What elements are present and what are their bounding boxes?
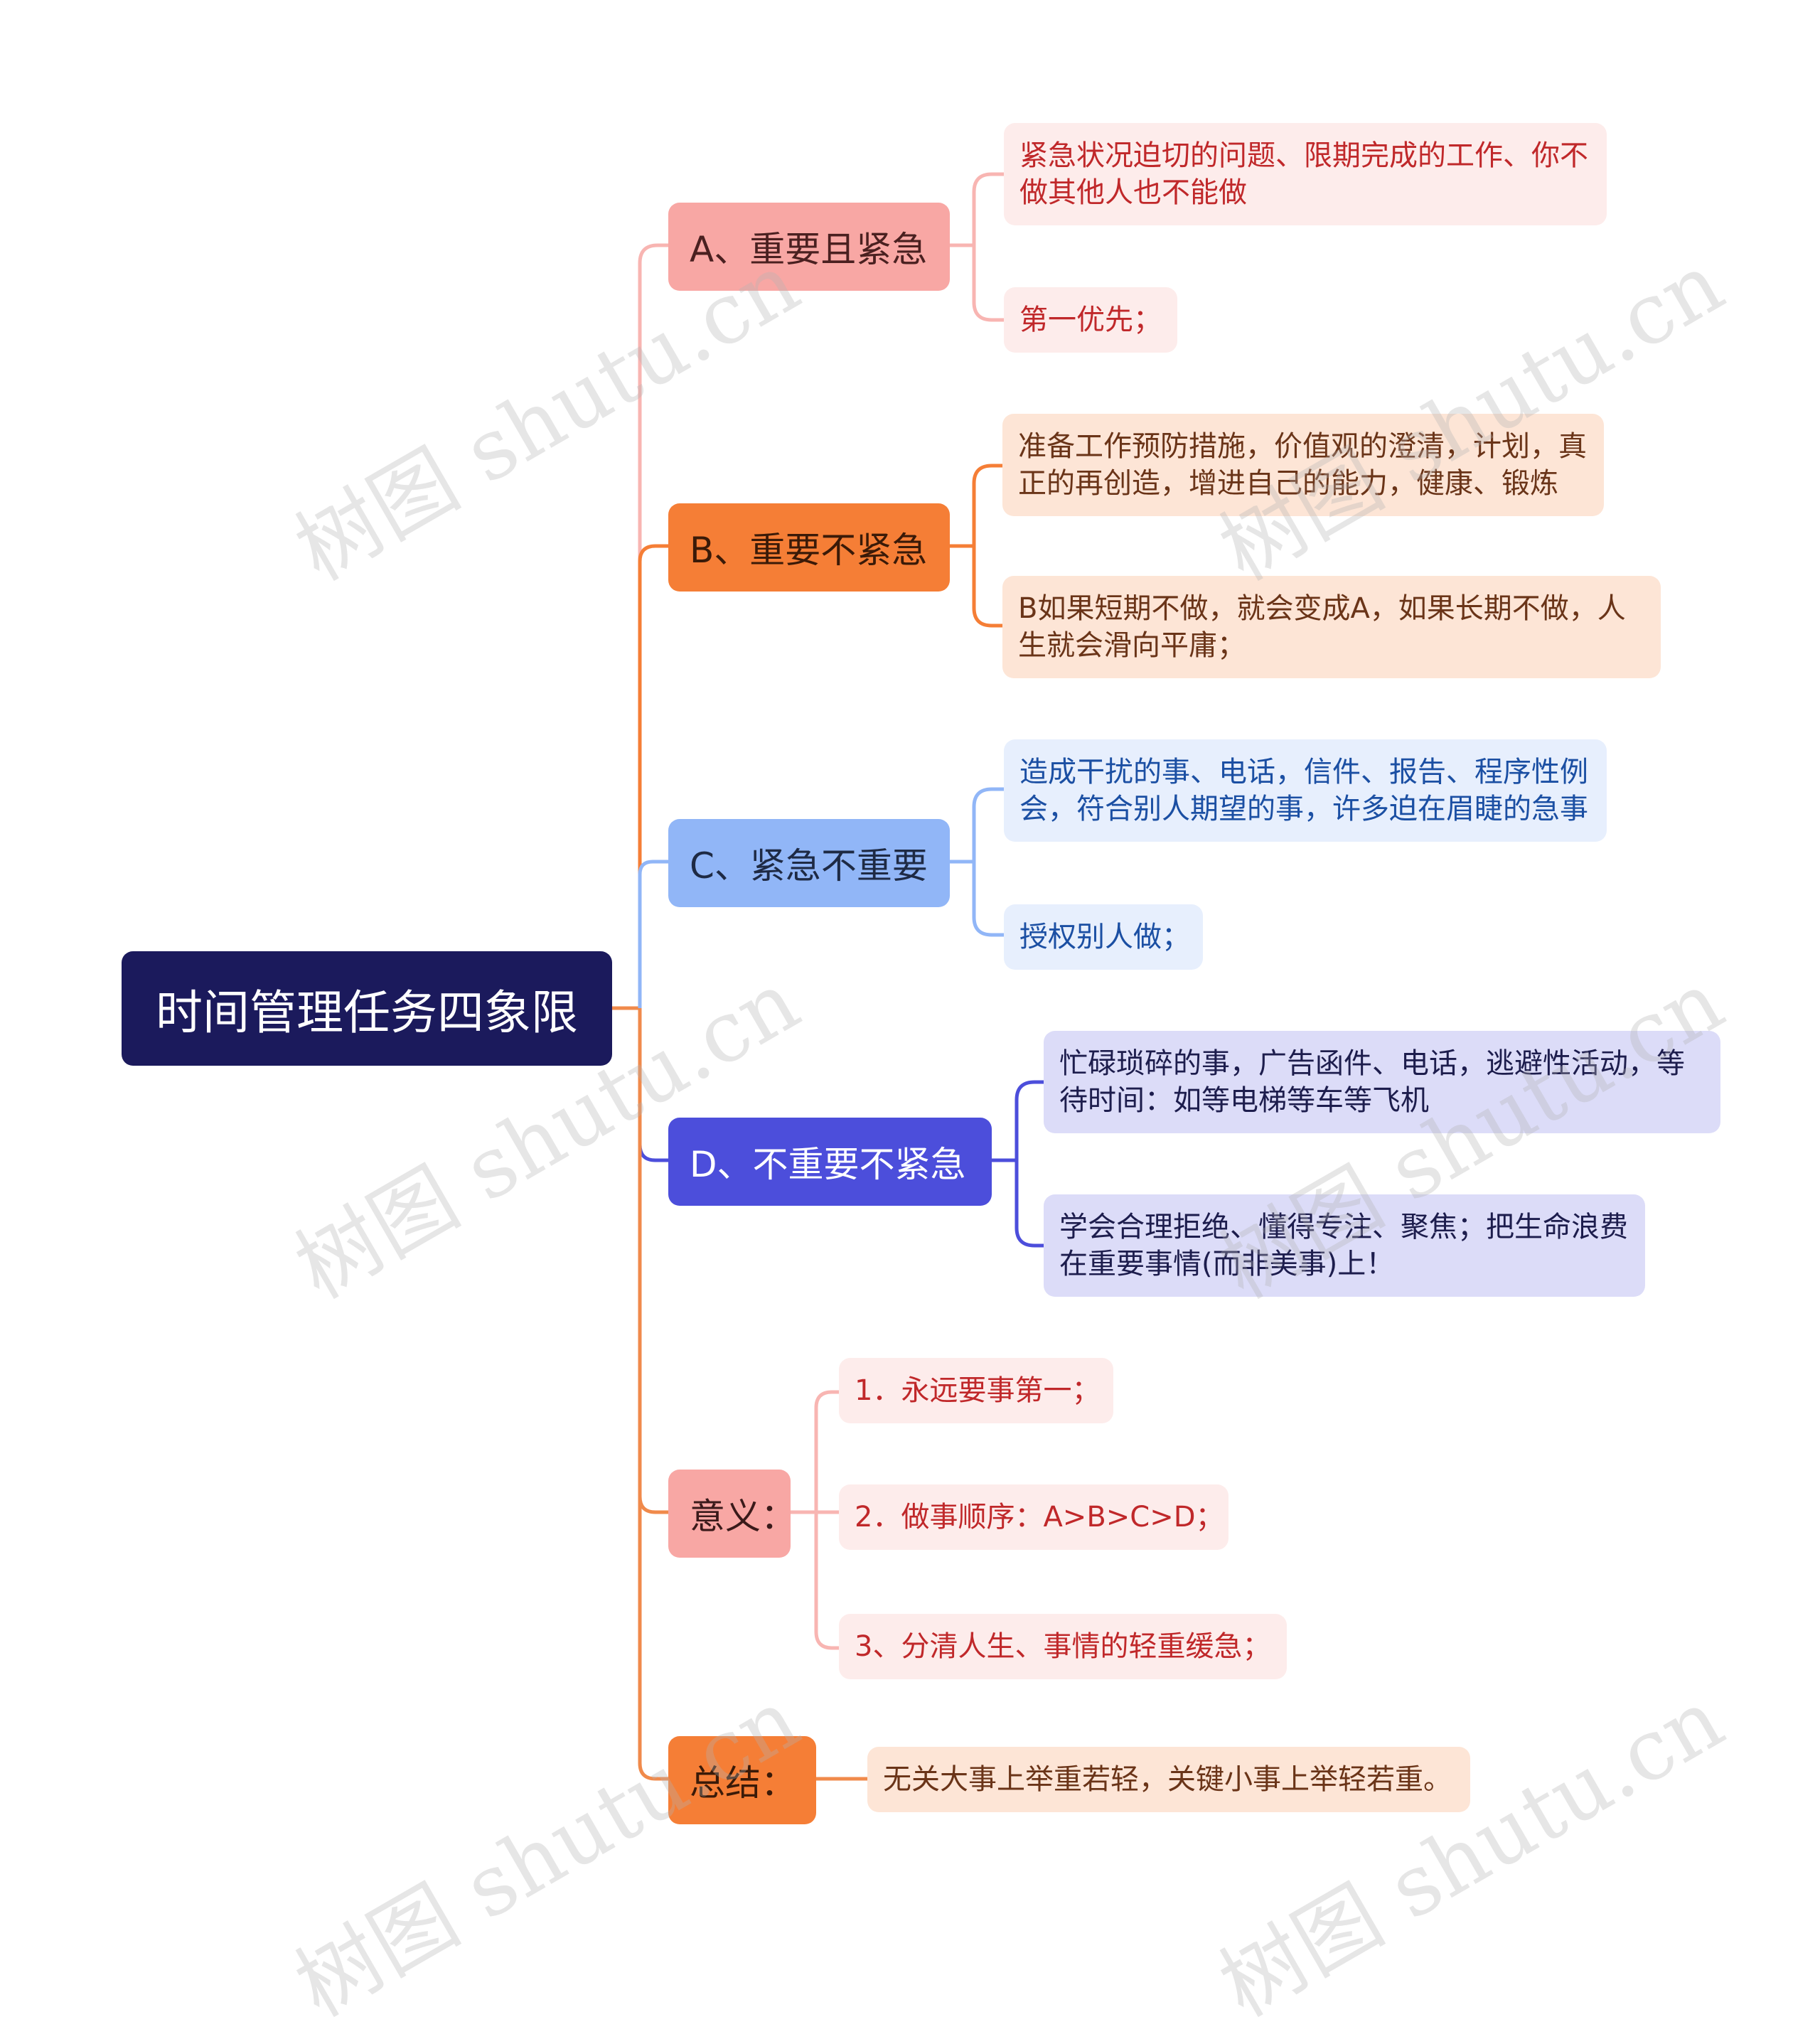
d-branch-line	[992, 1080, 1044, 1248]
branch-d-leaf-2[interactable]: 学会合理拒绝、懂得专注、聚焦；把生命浪费 在重要事情(而非美事)上！	[1044, 1194, 1645, 1297]
branch-d-leaf-2-text: 学会合理拒绝、懂得专注、聚焦；把生命浪费 在重要事情(而非美事)上！	[1059, 1211, 1628, 1280]
root-title[interactable]: 时间管理任务四象限	[122, 951, 612, 1066]
mindmap-canvas: 时间管理任务四象限 A、重要且紧急 紧急状况迫切的问题、限期完成的工作、你不 做…	[122, 123, 1739, 2035]
branch-b-leaf-2[interactable]: B如果短期不做，就会变成A，如果长期不做，人 生就会滑向平庸；	[1002, 576, 1661, 678]
branch-a-leaf-1[interactable]: 紧急状况迫切的问题、限期完成的工作、你不 做其他人也不能做	[1004, 123, 1607, 225]
summary-item-1[interactable]: 无关大事上举重若轻，关键小事上举轻若重。	[867, 1747, 1470, 1812]
branch-c-leaf-1[interactable]: 造成干扰的事、电话，信件、报告、程序性例 会，符合别人期望的事，许多迫在眉睫的急…	[1004, 739, 1607, 842]
c-branch-line	[950, 787, 1004, 937]
branch-c-leaf-1-text: 造成干扰的事、电话，信件、报告、程序性例 会，符合别人期望的事，许多迫在眉睫的急…	[1019, 756, 1588, 825]
spine-c	[638, 860, 668, 1008]
spine-b	[638, 544, 668, 1008]
branch-a-leaf-2[interactable]: 第一优先；	[1004, 287, 1177, 353]
branch-d[interactable]: D、不重要不紧急	[668, 1118, 992, 1206]
branch-c-leaf-2-text: 授权别人做；	[1019, 921, 1190, 953]
branch-d-leaf-1[interactable]: 忙碌琐碎的事，广告函件、电话，逃避性活动，等 待时间：如等电梯等车等飞机	[1044, 1031, 1720, 1133]
meaning-item-3-text: 3、分清人生、事情的轻重缓急；	[855, 1630, 1271, 1663]
meaning-item-1[interactable]: 1．永远要事第一；	[839, 1358, 1113, 1423]
e-branch-line	[791, 1390, 839, 1650]
branch-d-leaf-1-text: 忙碌琐碎的事，广告函件、电话，逃避性活动，等 待时间：如等电梯等车等飞机	[1059, 1047, 1685, 1117]
spine-e	[638, 1008, 668, 1514]
branch-c-leaf-2[interactable]: 授权别人做；	[1004, 904, 1203, 970]
a-branch-line	[950, 172, 1004, 322]
connector-lines	[612, 172, 1044, 1781]
branch-b-leaf-1[interactable]: 准备工作预防措施，价值观的澄清，计划，真 正的再创造，增进自己的能力，健康、锻炼	[1002, 414, 1604, 516]
branch-a-leaf-1-text: 紧急状况迫切的问题、限期完成的工作、你不 做其他人也不能做	[1019, 139, 1588, 209]
meaning-item-1-text: 1．永远要事第一；	[855, 1374, 1101, 1407]
branch-a[interactable]: A、重要且紧急	[668, 203, 950, 291]
b-branch-line	[950, 464, 1002, 628]
meaning-item-2-text: 2．做事顺序：A>B>C>D；	[855, 1501, 1224, 1534]
spine-a	[638, 243, 668, 1008]
branch-b-leaf-2-text: B如果短期不做，就会变成A，如果长期不做，人 生就会滑向平庸；	[1018, 592, 1626, 662]
meaning-item-2[interactable]: 2．做事顺序：A>B>C>D；	[839, 1484, 1228, 1550]
branch-summary[interactable]: 总结：	[668, 1736, 816, 1824]
branch-meaning[interactable]: 意义：	[668, 1470, 796, 1558]
spine-f	[638, 1493, 668, 1781]
summary-item-1-text: 无关大事上举重若轻，关键小事上举轻若重。	[883, 1763, 1452, 1796]
branch-a-leaf-2-text: 第一优先；	[1019, 304, 1162, 336]
branch-b[interactable]: B、重要不紧急	[668, 503, 950, 592]
meaning-item-3[interactable]: 3、分清人生、事情的轻重缓急；	[839, 1614, 1287, 1679]
spine-d	[638, 1008, 668, 1162]
branch-b-leaf-1-text: 准备工作预防措施，价值观的澄清，计划，真 正的再创造，增进自己的能力，健康、锻炼	[1018, 430, 1587, 500]
branch-c[interactable]: C、紧急不重要	[668, 819, 950, 907]
